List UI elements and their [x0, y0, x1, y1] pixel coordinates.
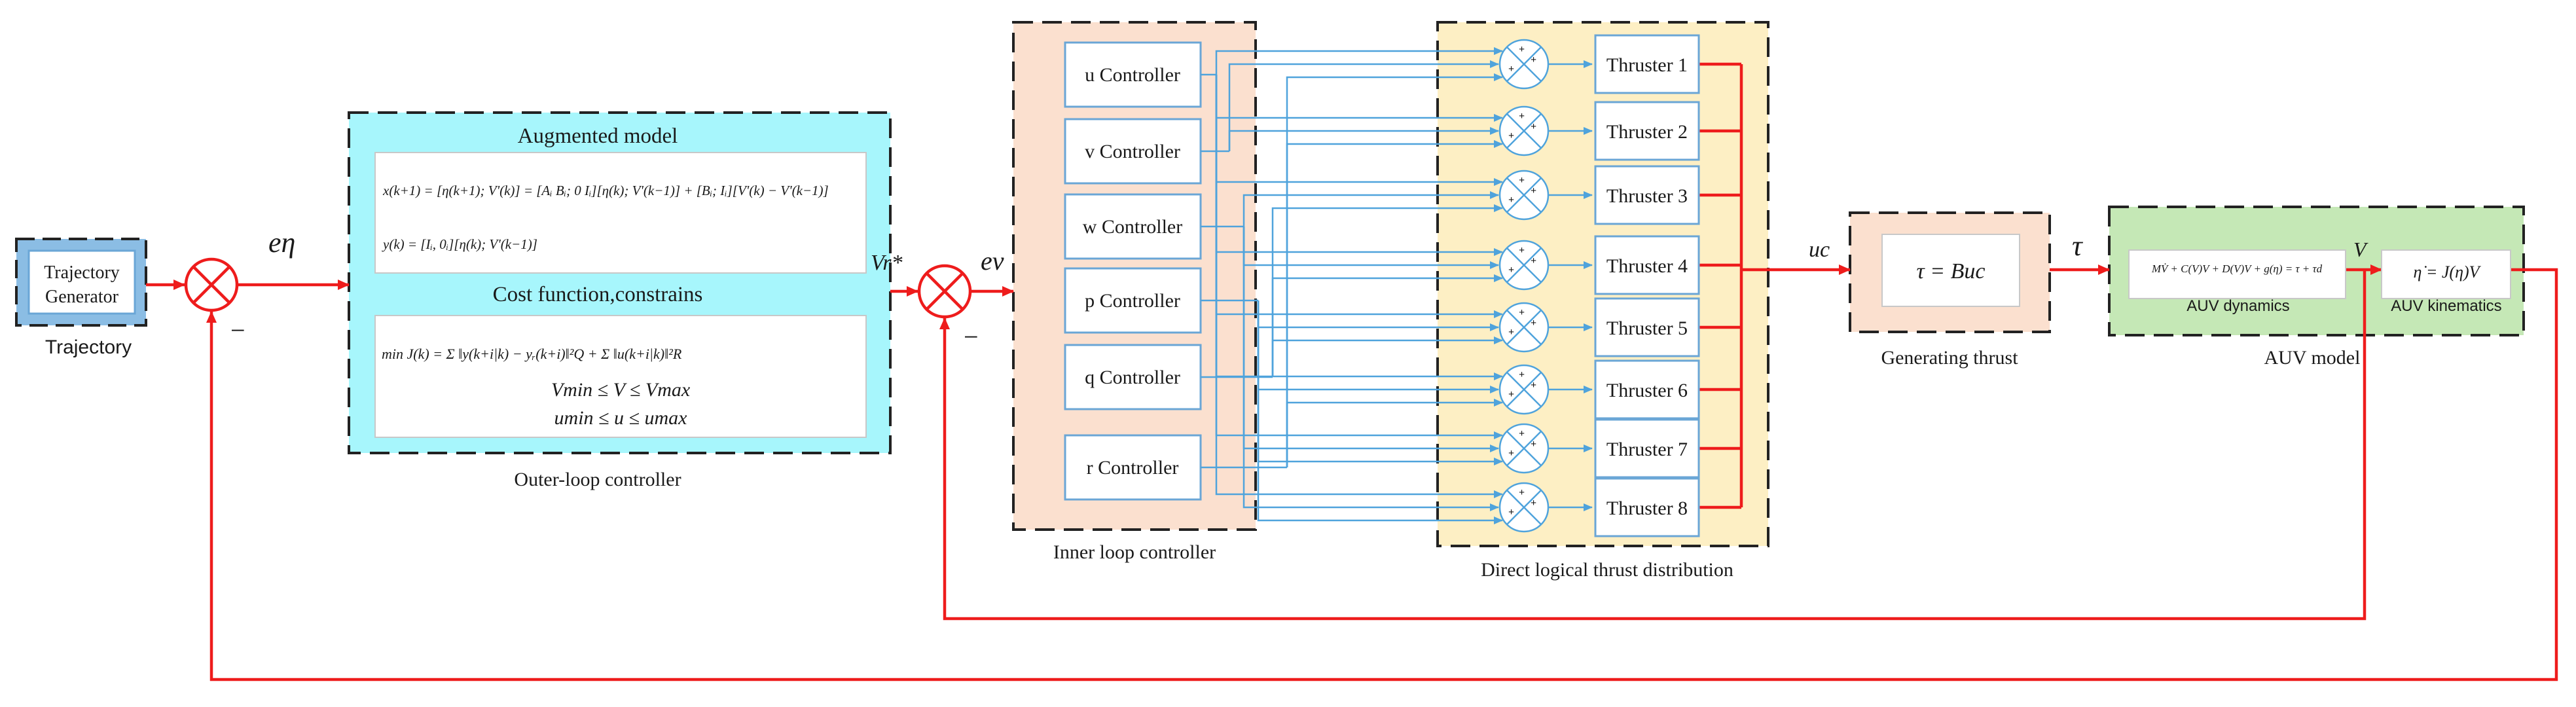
- augmented-output-equation: y(k) = [Iᵢ, 0ᵢ][η(k); V'(k−1)]: [382, 236, 537, 252]
- svg-text:+: +: [1531, 54, 1536, 65]
- svg-text:+: +: [1519, 428, 1525, 439]
- svg-text:+: +: [1508, 63, 1514, 75]
- augmented-state-equation: x(k+1) = [η(k+1); V'(k)] = [Aᵢ Bᵢ; 0 Iᵢ]…: [382, 183, 829, 198]
- inner-loop-caption: Inner loop controller: [1053, 541, 1216, 563]
- trajectory-caption: Trajectory: [45, 336, 132, 358]
- control-input-label: uc: [1809, 238, 1830, 262]
- controller-box-3: [1064, 193, 1202, 260]
- auv-kinematics-box: [2381, 249, 2511, 299]
- svg-text:+: +: [1519, 111, 1525, 122]
- thruster-list: + + + Thruster 1 + + + Thruster 2 + + + Thruster 3 +…: [1498, 34, 1700, 537]
- auv-dynamics-label: AUV dynamics: [2186, 297, 2289, 315]
- auv-kinematics-equation: η̇ = J(η)V: [2413, 263, 2481, 281]
- thruster-box-6: [1594, 359, 1700, 420]
- trajectory-generator-label-2: Generator: [45, 287, 119, 307]
- auv-model-caption: AUV model: [2264, 347, 2361, 369]
- outer-loop-caption: Outer-loop controller: [514, 469, 681, 490]
- thrust-sum-2: + + +: [1498, 105, 1550, 156]
- velocity-constraint: Vmin ≤ V ≤ Vmax: [551, 379, 691, 401]
- svg-text:+: +: [1508, 194, 1514, 206]
- thruster-label-2: Thruster 2: [1606, 121, 1688, 143]
- svg-text:+: +: [1519, 44, 1525, 55]
- thruster-box-4: [1594, 235, 1700, 295]
- cost-function-title: Cost function,constrains: [493, 283, 703, 306]
- svg-text:+: +: [1531, 380, 1536, 391]
- augmented-model-box: [374, 152, 867, 274]
- thruster-box-2: [1594, 101, 1700, 161]
- thrust-sum-1: + + +: [1498, 39, 1550, 90]
- sum-junction-2: [917, 264, 972, 319]
- auv-dynamics-box: [2128, 249, 2346, 299]
- thruster-label-4: Thruster 4: [1606, 255, 1688, 277]
- minus-sign-1: −: [230, 316, 245, 345]
- svg-text:+: +: [1531, 498, 1536, 509]
- svg-text:+: +: [1508, 130, 1514, 141]
- velocity-label: V: [2353, 238, 2368, 261]
- svg-text:+: +: [1531, 439, 1536, 450]
- generating-thrust-caption: Generating thrust: [1881, 347, 2018, 369]
- thrust-sum-3: + + +: [1498, 170, 1550, 221]
- thruster-box-3: [1594, 165, 1700, 225]
- svg-text:+: +: [1508, 448, 1514, 459]
- distribution-caption: Direct logical thrust distribution: [1481, 559, 1733, 581]
- thruster-box-5: [1594, 297, 1700, 357]
- controller-label-4: p Controller: [1085, 290, 1180, 312]
- minus-sign-2: −: [964, 322, 979, 352]
- distribution-wires: [1201, 47, 1720, 524]
- thrust-sum-4: + + +: [1498, 240, 1550, 291]
- svg-text:+: +: [1519, 487, 1525, 498]
- controller-label-2: v Controller: [1085, 141, 1180, 162]
- thruster-box-7: [1594, 418, 1700, 479]
- svg-text:+: +: [1508, 389, 1514, 400]
- input-constraint: umin ≤ u ≤ umax: [554, 407, 688, 429]
- thruster-label-1: Thruster 1: [1606, 54, 1688, 76]
- augmented-model-title: Augmented model: [518, 124, 678, 148]
- svg-text:+: +: [1508, 264, 1514, 276]
- trajectory-generator-label-1: Trajectory: [44, 263, 120, 283]
- cost-equation: min J(k) = Σ ‖y(k+i|k) − yᵣ(k+i)‖²Q + Σ …: [382, 346, 682, 362]
- controller-label-3: w Controller: [1083, 216, 1182, 238]
- cost-function-box: [374, 315, 867, 438]
- svg-text:+: +: [1531, 185, 1536, 196]
- thrust-sum-7: + + +: [1498, 423, 1550, 474]
- svg-text:+: +: [1531, 317, 1536, 329]
- thruster-label-5: Thruster 5: [1606, 317, 1688, 339]
- controller-box-2: [1064, 118, 1202, 185]
- svg-text:+: +: [1519, 175, 1525, 186]
- generating-thrust-box: [1881, 234, 2020, 307]
- controller-box-1: [1064, 41, 1202, 108]
- thruster-label-3: Thruster 3: [1606, 185, 1688, 207]
- thrust-sum-6: + + +: [1498, 364, 1550, 415]
- svg-text:+: +: [1519, 307, 1525, 318]
- error-v-label: ev: [981, 246, 1004, 276]
- tau-label: τ: [2072, 230, 2084, 262]
- auv-kinematics-label: AUV kinematics: [2391, 297, 2501, 315]
- svg-text:+: +: [1531, 255, 1536, 266]
- svg-text:+: +: [1508, 327, 1514, 338]
- error-eta-label: eη: [268, 227, 295, 259]
- auv-dynamics-equation: MV̇ + C(V)V + D(V)V + g(η) = τ + τd: [2151, 263, 2323, 275]
- thrust-sum-8: + + +: [1498, 482, 1550, 533]
- thruster-label-8: Thruster 8: [1606, 498, 1688, 519]
- thruster-box-8: [1594, 477, 1700, 537]
- sum-junction-1: [184, 257, 239, 312]
- controller-box-6: [1064, 434, 1202, 501]
- svg-text:+: +: [1519, 245, 1525, 256]
- controller-label-1: u Controller: [1085, 64, 1180, 86]
- controller-label-6: r Controller: [1087, 457, 1179, 479]
- controller-label-5: q Controller: [1085, 367, 1180, 388]
- svg-text:+: +: [1531, 121, 1536, 132]
- generating-thrust-equation: τ = Buc: [1917, 259, 1986, 283]
- svg-text:+: +: [1508, 507, 1514, 518]
- thruster-box-1: [1594, 34, 1700, 94]
- thruster-label-7: Thruster 7: [1606, 439, 1688, 460]
- thruster-label-6: Thruster 6: [1606, 380, 1688, 401]
- svg-text:+: +: [1519, 369, 1525, 380]
- controller-list: u Controller v Controller w Controller p Co…: [1064, 41, 1202, 501]
- reference-velocity-label: Vr*: [871, 251, 902, 275]
- thrust-sum-5: + + +: [1498, 302, 1550, 353]
